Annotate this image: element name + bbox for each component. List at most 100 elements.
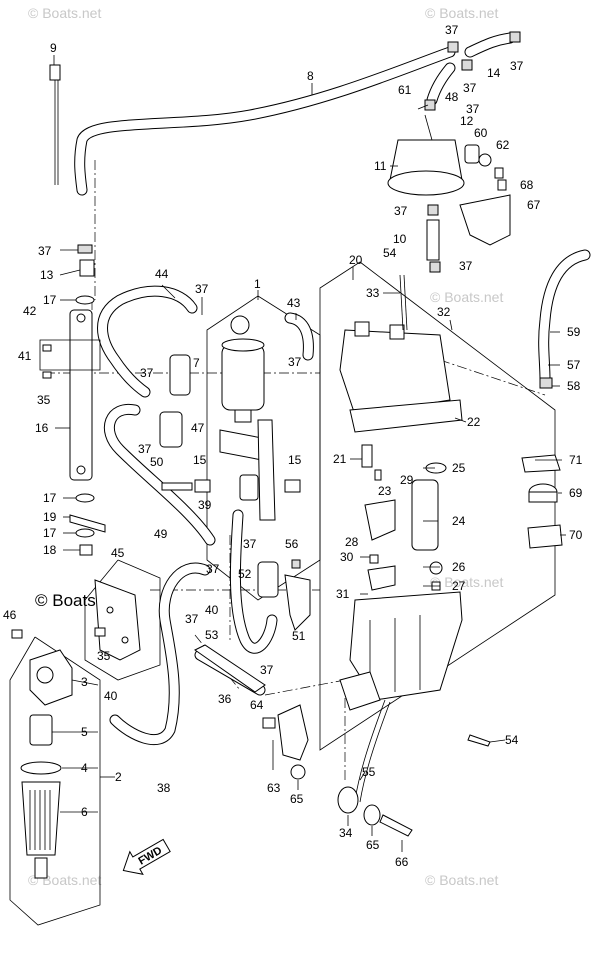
callout-8: 8 [307,69,314,83]
callout-30: 30 [340,550,354,564]
callout-55: 55 [362,765,376,779]
callout-44: 44 [155,267,169,281]
callout-59: 59 [567,325,581,339]
callout-37k: 37 [138,442,152,456]
callout-1: 1 [254,277,261,291]
callout-10: 10 [393,232,407,246]
callout-34: 34 [339,826,353,840]
tie-strap-part-9 [49,64,61,185]
callout-17a: 17 [43,293,57,307]
callout-51: 51 [292,629,306,643]
callout-19: 19 [43,510,57,524]
callout-54b: 54 [505,733,519,747]
callout-21: 21 [333,452,347,466]
callout-24: 24 [452,514,466,528]
callout-41: 41 [18,349,32,363]
callout-67: 67 [527,198,541,212]
callout-17b: 17 [43,491,57,505]
callout-31: 31 [336,587,350,601]
callout-23: 23 [378,484,392,498]
fuel-rail-part-16 [39,309,101,481]
callout-37m: 37 [206,562,220,576]
callout-5: 5 [81,725,88,739]
callout-15a: 15 [193,453,207,467]
callout-50: 50 [150,455,164,469]
callout-52: 52 [238,567,252,581]
watermark-bottom-right: © Boats.net [425,872,498,888]
strainer-part-11 [387,99,511,246]
callout-37h: 37 [195,282,209,296]
callout-32: 32 [437,305,451,319]
callout-63: 63 [267,781,281,795]
callout-60: 60 [474,126,488,140]
callout-45: 45 [111,546,125,560]
callout-56: 56 [285,537,299,551]
callout-3: 3 [81,675,88,689]
callout-11: 11 [374,159,387,173]
callout-53: 53 [205,628,219,642]
callout-54a: 54 [383,246,397,260]
callout-37j: 37 [140,366,154,380]
callout-37e: 37 [394,204,408,218]
callout-36: 36 [218,692,232,706]
callout-69: 69 [569,486,583,500]
callout-65a: 65 [290,792,304,806]
callout-64: 64 [250,698,264,712]
callout-57: 57 [567,358,581,372]
callout-35a: 35 [37,393,51,407]
vapor-separator-part-20 [339,274,463,711]
callout-6: 6 [81,805,88,819]
routing-lines [45,160,546,780]
callout-49: 49 [154,527,168,541]
callout-38: 38 [157,781,171,795]
callout-70: 70 [569,528,583,542]
callout-46: 46 [3,608,17,622]
callout-43: 43 [287,296,301,310]
fuel-filter-assembly [20,649,73,879]
callout-20: 20 [349,253,363,267]
callout-37d: 37 [466,102,480,116]
callout-68: 68 [520,178,534,192]
left-fittings [11,244,106,639]
callout-14: 14 [487,66,501,80]
watermark-mid-right-2: © Boats.net [430,574,503,590]
pipe-part-36 [194,644,266,693]
callout-29: 29 [400,473,414,487]
callout-4: 4 [81,761,88,775]
valve-parts-52-56-51 [257,559,311,631]
fwd-arrow: FWD [122,838,171,875]
callout-40b: 40 [104,689,118,703]
callout-16: 16 [35,421,49,435]
callout-37c: 37 [463,81,477,95]
callout-28: 28 [345,535,359,549]
leader-lines [52,55,566,852]
callout-71: 71 [569,453,583,467]
callout-37l: 37 [243,537,257,551]
callouts: 1 2 3 4 5 6 7 8 9 10 11 12 13 14 15 15 1… [3,23,583,869]
callout-39: 39 [198,498,212,512]
watermark-top-right: © Boats.net [425,5,498,21]
callout-40a: 40 [205,603,219,617]
fuel-pump-part-1 [159,315,301,521]
bracket-part-45 [94,579,141,661]
hoses [74,32,591,803]
callout-22: 22 [467,415,481,429]
callout-33: 33 [366,286,380,300]
right-side-parts [521,377,563,549]
callout-2: 2 [115,770,122,784]
callout-65b: 65 [366,838,380,852]
callout-47: 47 [191,421,205,435]
callout-37n: 37 [185,612,199,626]
callout-42: 42 [23,304,37,318]
callout-58: 58 [567,379,581,393]
callout-37g: 37 [38,244,52,258]
callout-37o: 37 [260,663,274,677]
callout-15b: 15 [288,453,302,467]
callout-13: 13 [40,268,54,282]
top-right-fittings [426,31,521,273]
callout-62: 62 [496,138,510,152]
fwd-label: FWD [136,845,164,868]
callout-37a: 37 [445,23,459,37]
callout-66: 66 [395,855,409,869]
